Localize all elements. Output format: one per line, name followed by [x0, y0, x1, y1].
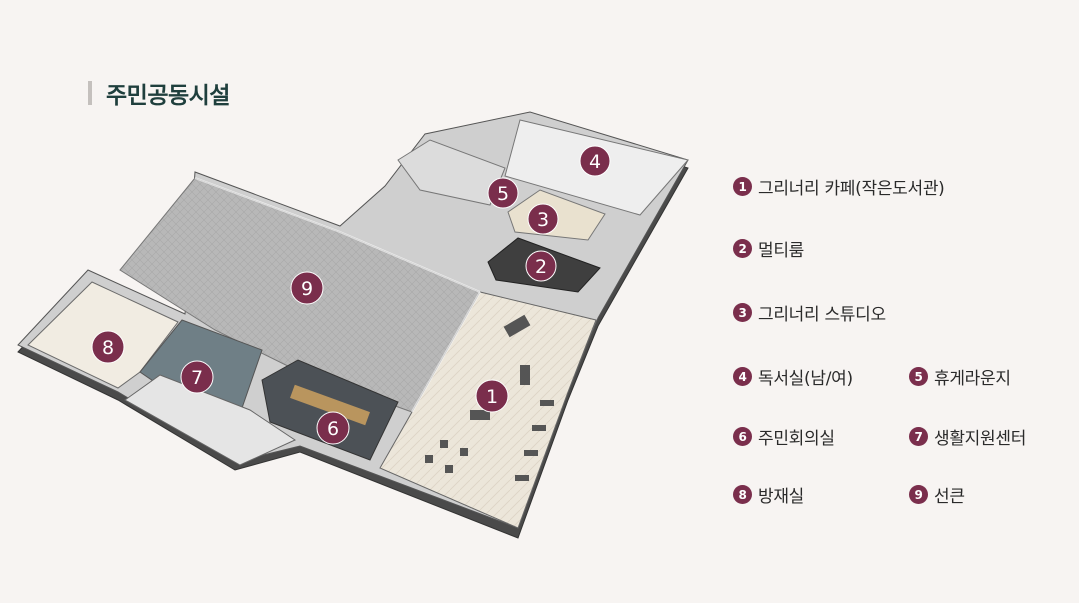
svg-text:7: 7	[191, 367, 203, 389]
cafe-furniture	[425, 314, 554, 481]
legend-item-5: 5 휴게라운지	[909, 364, 1011, 389]
svg-text:3: 3	[537, 209, 549, 231]
meeting-table	[290, 384, 370, 426]
legend-number: 2	[733, 239, 752, 258]
svg-text:9: 9	[301, 278, 313, 300]
title-accent-bar	[88, 81, 92, 105]
marker-9: 9	[290, 271, 324, 305]
legend-label: 독서실(남/여)	[758, 369, 853, 389]
marker-3: 3	[527, 203, 559, 235]
legend-label: 선큰	[934, 487, 965, 507]
legend-item-2: 2 멀티룸	[733, 236, 804, 261]
legend: 1 그리너리 카페(작은도서관) 2 멀티룸 3 그리너리 스튜디오 4 독서실…	[733, 170, 1073, 510]
legend-item-3: 3 그리너리 스튜디오	[733, 300, 886, 325]
legend-label: 주민회의실	[758, 429, 835, 449]
legend-number: 6	[733, 427, 752, 446]
legend-label: 생활지원센터	[934, 429, 1027, 449]
marker-6: 6	[316, 411, 350, 445]
glass-wall-2	[411, 291, 481, 413]
legend-item-7: 7 생활지원센터	[909, 424, 1026, 449]
legend-label: 방재실	[758, 487, 805, 507]
area-restrooms	[124, 374, 297, 466]
legend-label: 휴게라운지	[934, 369, 1011, 389]
legend-label: 그리너리 카페(작은도서관)	[758, 179, 945, 199]
legend-item-8: 8 방재실	[733, 482, 804, 507]
marker-5: 5	[487, 177, 519, 209]
legend-label: 그리너리 스튜디오	[758, 305, 886, 325]
legend-number: 1	[733, 177, 752, 196]
svg-text:4: 4	[589, 151, 601, 173]
marker-2: 2	[525, 250, 557, 282]
svg-text:5: 5	[497, 183, 509, 205]
svg-text:2: 2	[535, 256, 547, 278]
legend-number: 4	[733, 367, 752, 386]
legend-number: 3	[733, 303, 752, 322]
legend-label: 멀티룸	[758, 241, 805, 261]
floor-plan: 1 2 3 4 5 6 7 8 9	[17, 111, 689, 539]
svg-text:8: 8	[102, 337, 114, 359]
legend-item-9: 9 선큰	[909, 482, 965, 507]
legend-number: 8	[733, 485, 752, 504]
legend-item-4: 4 독서실(남/여)	[733, 364, 853, 389]
page-title: 주민공동시설	[106, 83, 230, 109]
marker-8: 8	[91, 330, 125, 364]
legend-item-1: 1 그리너리 카페(작은도서관)	[733, 174, 945, 199]
glass-wall	[194, 177, 481, 293]
marker-7: 7	[180, 360, 214, 394]
legend-item-6: 6 주민회의실	[733, 424, 835, 449]
page-title-group: 주민공동시설	[88, 78, 230, 109]
legend-number: 9	[909, 485, 928, 504]
legend-number: 5	[909, 367, 928, 386]
marker-4: 4	[579, 145, 611, 177]
svg-text:1: 1	[486, 386, 498, 408]
marker-1: 1	[475, 379, 509, 413]
svg-text:6: 6	[327, 418, 339, 440]
legend-number: 7	[909, 427, 928, 446]
